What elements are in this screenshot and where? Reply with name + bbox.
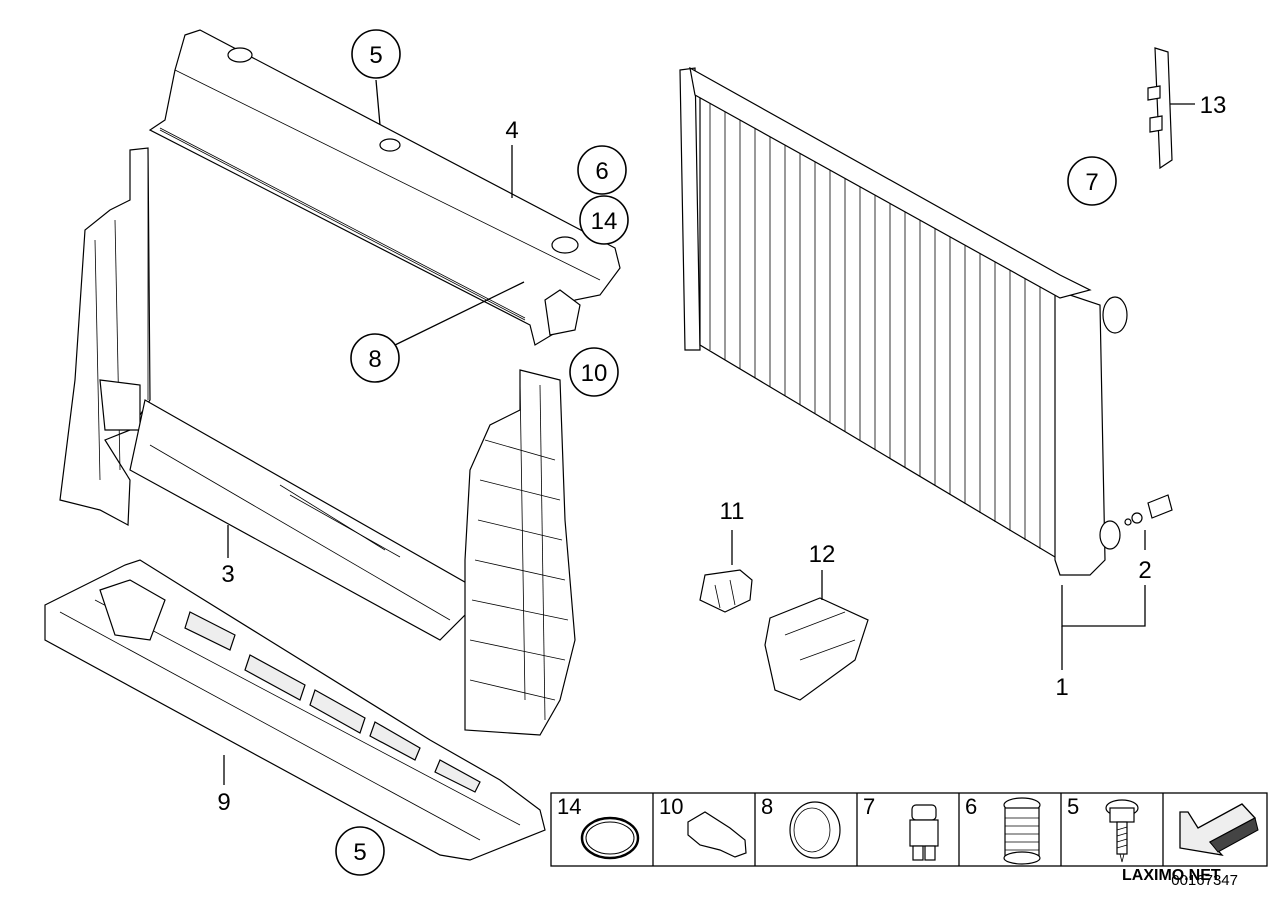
- fan-shroud-frame-part-3[interactable]: [59, 129, 576, 736]
- table-cell-7[interactable]: 7: [863, 794, 939, 861]
- holder-part-12[interactable]: [764, 597, 869, 701]
- table-cell-arrow[interactable]: [1179, 803, 1259, 856]
- svg-text:8: 8: [761, 794, 773, 819]
- rubber-mount-icon: [687, 811, 747, 858]
- svg-text:8: 8: [368, 346, 381, 373]
- svg-text:6: 6: [965, 794, 977, 819]
- bellows-grommet-icon: [1003, 797, 1041, 865]
- table-cell-14[interactable]: 14: [557, 794, 640, 860]
- callout-14[interactable]: 14: [579, 195, 629, 245]
- cap-icon: [789, 801, 841, 859]
- callout-13[interactable]: 13: [1200, 92, 1227, 119]
- svg-text:5: 5: [1067, 794, 1079, 819]
- svg-text:7: 7: [863, 794, 875, 819]
- table-cell-5[interactable]: 5: [1067, 794, 1139, 863]
- radiator-fins: [709, 100, 1041, 549]
- table-cell-10[interactable]: 10: [659, 794, 747, 858]
- o-ring-icon: [580, 816, 640, 860]
- callout-6[interactable]: 6: [577, 145, 627, 195]
- svg-text:10: 10: [581, 360, 608, 387]
- svg-text:14: 14: [591, 208, 618, 235]
- svg-text:6: 6: [595, 158, 608, 185]
- watermark: LAXIMO.NET: [1122, 867, 1221, 884]
- clip-part-11[interactable]: [699, 569, 753, 613]
- lower-air-duct-part-9[interactable]: [44, 559, 546, 861]
- bracket-part-13[interactable]: [1147, 47, 1173, 170]
- callout-12[interactable]: 12: [809, 541, 836, 568]
- callout-9[interactable]: 9: [217, 789, 230, 816]
- table-cell-6[interactable]: 6: [965, 794, 1041, 865]
- callout-5-bottom[interactable]: 5: [335, 826, 385, 876]
- callout-2[interactable]: 2: [1138, 557, 1151, 584]
- callout-10[interactable]: 10: [569, 347, 619, 397]
- upper-support-part-4[interactable]: [148, 29, 621, 346]
- callout-4[interactable]: 4: [505, 117, 518, 144]
- parts-table: 14 10 8 7 6: [550, 792, 1268, 867]
- callout-11[interactable]: 11: [720, 498, 745, 525]
- svg-text:7: 7: [1085, 169, 1098, 196]
- drain-plug-part-2[interactable]: [1124, 494, 1173, 526]
- callout-8[interactable]: 8: [350, 333, 400, 383]
- callout-5-top[interactable]: 5: [351, 29, 401, 79]
- svg-text:5: 5: [353, 839, 366, 866]
- radiator-part-1[interactable]: [679, 66, 1128, 576]
- leader-lines: [223, 79, 1195, 785]
- callout-1[interactable]: 1: [1055, 674, 1068, 701]
- svg-text:10: 10: [659, 794, 683, 819]
- svg-text:14: 14: [557, 794, 581, 819]
- callout-7[interactable]: 7: [1067, 156, 1117, 206]
- sensor-icon: [909, 804, 939, 861]
- screw-icon: [1105, 799, 1139, 863]
- drawing-code: 00167347: [1171, 872, 1238, 889]
- svg-text:5: 5: [369, 42, 382, 69]
- table-cell-8[interactable]: 8: [761, 794, 841, 859]
- callout-3[interactable]: 3: [221, 561, 234, 588]
